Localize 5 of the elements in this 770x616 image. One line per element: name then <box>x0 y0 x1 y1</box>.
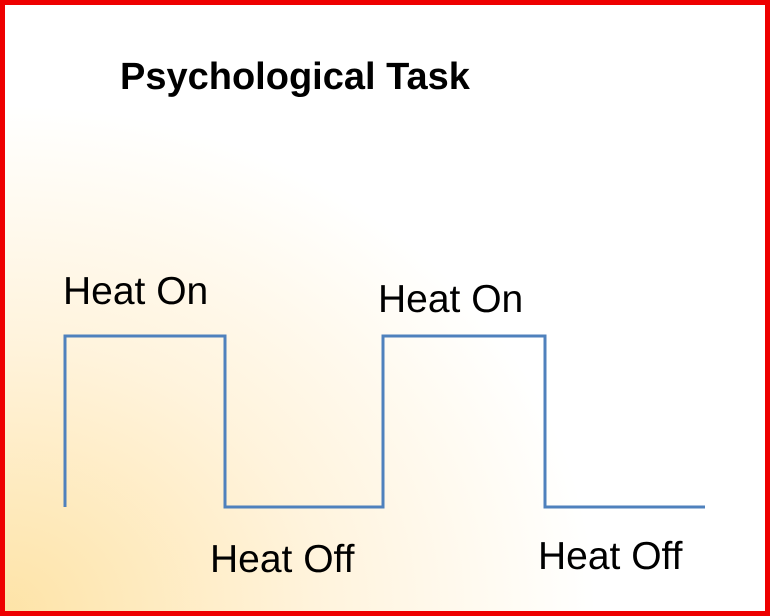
wave-label: Heat Off <box>210 540 355 579</box>
wave-label: Heat On <box>378 280 524 319</box>
wave-label: Heat On <box>63 272 208 311</box>
title: Psychological Task <box>120 58 470 96</box>
wave-label: Heat Off <box>538 537 683 576</box>
